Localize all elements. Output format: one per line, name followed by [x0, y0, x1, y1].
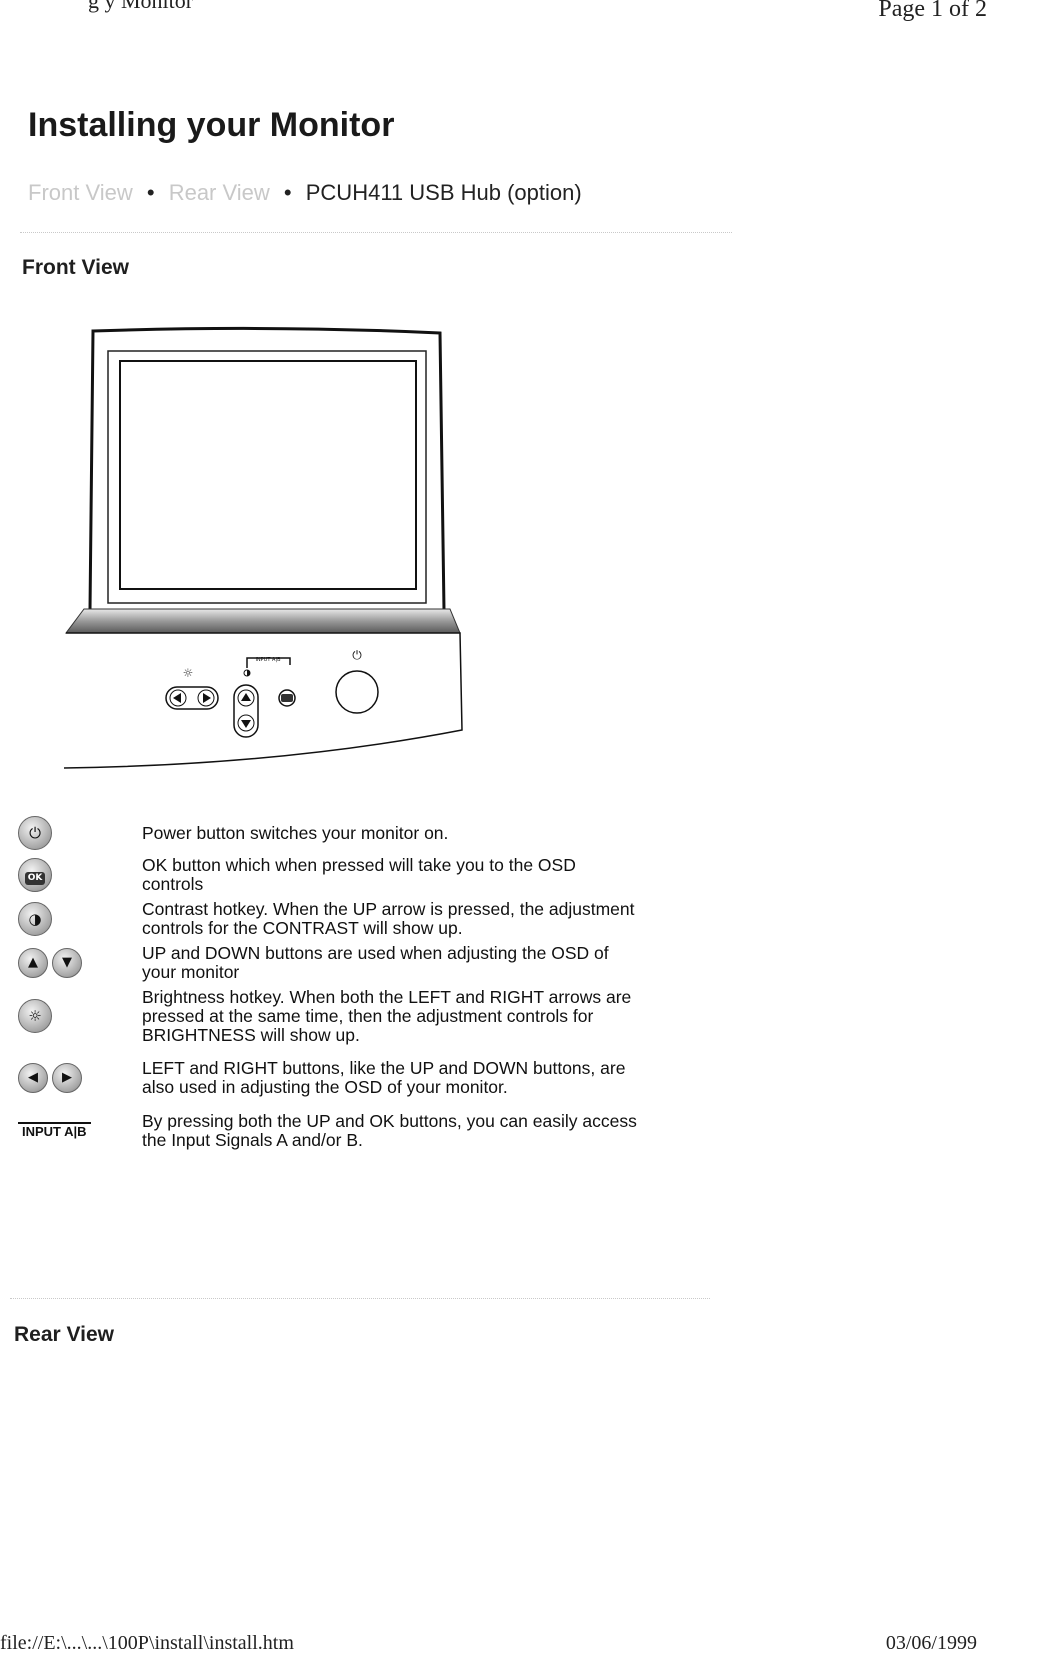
- diagram-brightness-glyph: ☼: [183, 666, 194, 680]
- control-row: OK OK button which when pressed will tak…: [18, 853, 638, 897]
- brightness-icon: ☼: [18, 999, 52, 1033]
- nav-link-usb-hub[interactable]: PCUH411 USB Hub (option): [305, 180, 582, 205]
- section-nav: Front View • Rear View • PCUH411 USB Hub…: [28, 180, 582, 206]
- diagram-power-glyph: ⏻: [352, 648, 362, 662]
- control-description: By pressing both the UP and OK buttons, …: [142, 1111, 637, 1150]
- contrast-icon: ◑: [18, 902, 52, 936]
- left-arrow-icon: ◀: [18, 1063, 48, 1093]
- page-header-right: Page 1 of 2: [878, 0, 987, 22]
- input-icon: INPUT A|B: [18, 1121, 91, 1139]
- ok-icon: OK: [18, 858, 52, 892]
- control-description: Brightness hotkey. When both the LEFT an…: [142, 986, 632, 1045]
- divider: [20, 232, 732, 233]
- down-arrow-icon: ▼: [52, 948, 82, 978]
- control-row: ⏻ Power button switches your monitor on.: [18, 813, 638, 853]
- diagram-input-label: INPUT A|B: [255, 657, 281, 663]
- divider: [10, 1298, 710, 1299]
- control-row: INPUT A|B By pressing both the UP and OK…: [18, 1109, 638, 1153]
- control-row: ▲▼ UP and DOWN buttons are used when adj…: [18, 941, 638, 985]
- control-description: OK button which when pressed will take y…: [142, 855, 576, 894]
- nav-link-rear-view[interactable]: Rear View: [168, 180, 270, 205]
- page-footer-left: file://E:\...\...\100P\install\install.h…: [0, 1632, 294, 1654]
- nav-link-front-view[interactable]: Front View: [28, 180, 133, 205]
- right-arrow-icon: ▶: [52, 1063, 82, 1093]
- diagram-power-button: [335, 670, 379, 714]
- nav-separator: •: [283, 180, 292, 205]
- controls-legend: ⏻ Power button switches your monitor on.…: [18, 813, 638, 1153]
- control-description: Power button switches your monitor on.: [142, 822, 449, 843]
- up-arrow-icon: ▲: [18, 948, 48, 978]
- monitor-front-diagram: ☼ INPUT A|B ⏻: [63, 326, 463, 769]
- ok-badge: OK: [24, 872, 46, 885]
- page-footer-right: 03/06/1999: [885, 1632, 977, 1654]
- control-description: LEFT and RIGHT buttons, like the UP and …: [142, 1058, 626, 1097]
- power-icon: ⏻: [18, 816, 52, 850]
- control-row: ☼ Brightness hotkey. When both the LEFT …: [18, 985, 638, 1047]
- front-view-heading: Front View: [22, 256, 129, 279]
- rear-view-heading: Rear View: [14, 1323, 115, 1346]
- control-description: Contrast hotkey. When the UP arrow is pr…: [142, 899, 635, 938]
- control-row: ◀▶ LEFT and RIGHT buttons, like the UP a…: [18, 1047, 638, 1109]
- nav-separator: •: [146, 180, 155, 205]
- page-title: Installing your Monitor: [28, 106, 395, 144]
- control-row: ◑ Contrast hotkey. When the UP arrow is …: [18, 897, 638, 941]
- control-description: UP and DOWN buttons are used when adjust…: [142, 943, 609, 982]
- page-header-left: g y Monitor: [88, 0, 194, 13]
